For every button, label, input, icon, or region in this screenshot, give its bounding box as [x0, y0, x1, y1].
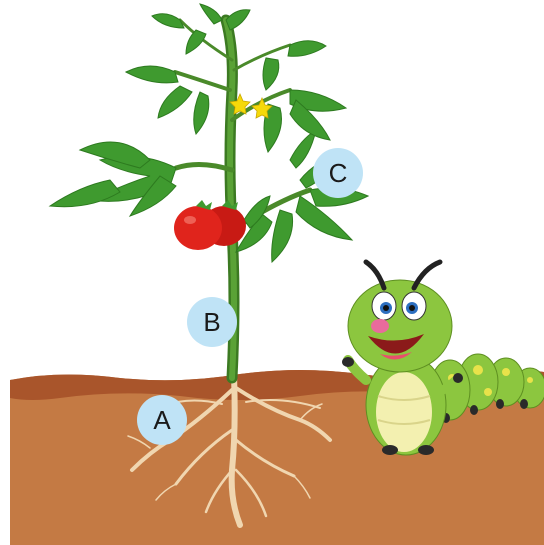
label-a-marker: A: [137, 395, 187, 445]
label-b-marker: B: [187, 297, 237, 347]
tomato-icon: [174, 200, 246, 250]
label-c-marker: C: [313, 148, 363, 198]
